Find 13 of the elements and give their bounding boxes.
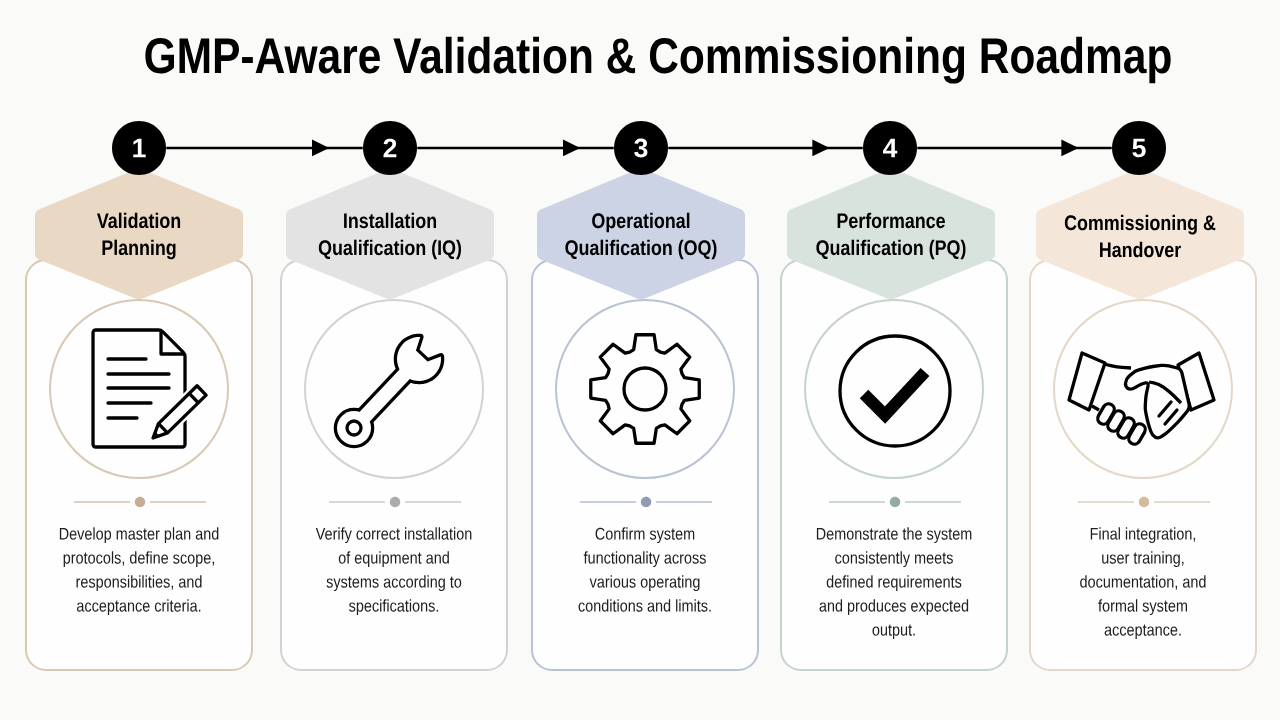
- card: Confirm system functionality across various operating conditions and limits.: [531, 259, 759, 671]
- hexagon-heading: Validation Planning: [35, 168, 243, 300]
- hexagon-heading: Operational Qualification (OQ): [537, 168, 745, 300]
- hexagon-heading: Commissioning & Handover: [1036, 168, 1244, 300]
- number-badge: 4: [863, 121, 917, 175]
- card: Demonstrate the system consistently meets defined requirements and produces expected output.: [780, 259, 1008, 671]
- title: GMP-Aware Validation & Commissioning Roadmap: [145, 36, 1171, 84]
- number-badge: 3: [614, 121, 668, 175]
- number-badge: 1: [112, 121, 166, 175]
- number-badge: 2: [363, 121, 417, 175]
- hexagon-heading: Performance Qualification (PQ): [787, 168, 995, 300]
- number-badge: 5: [1112, 121, 1166, 175]
- hexagon-heading: Installation Qualification (IQ): [286, 168, 494, 300]
